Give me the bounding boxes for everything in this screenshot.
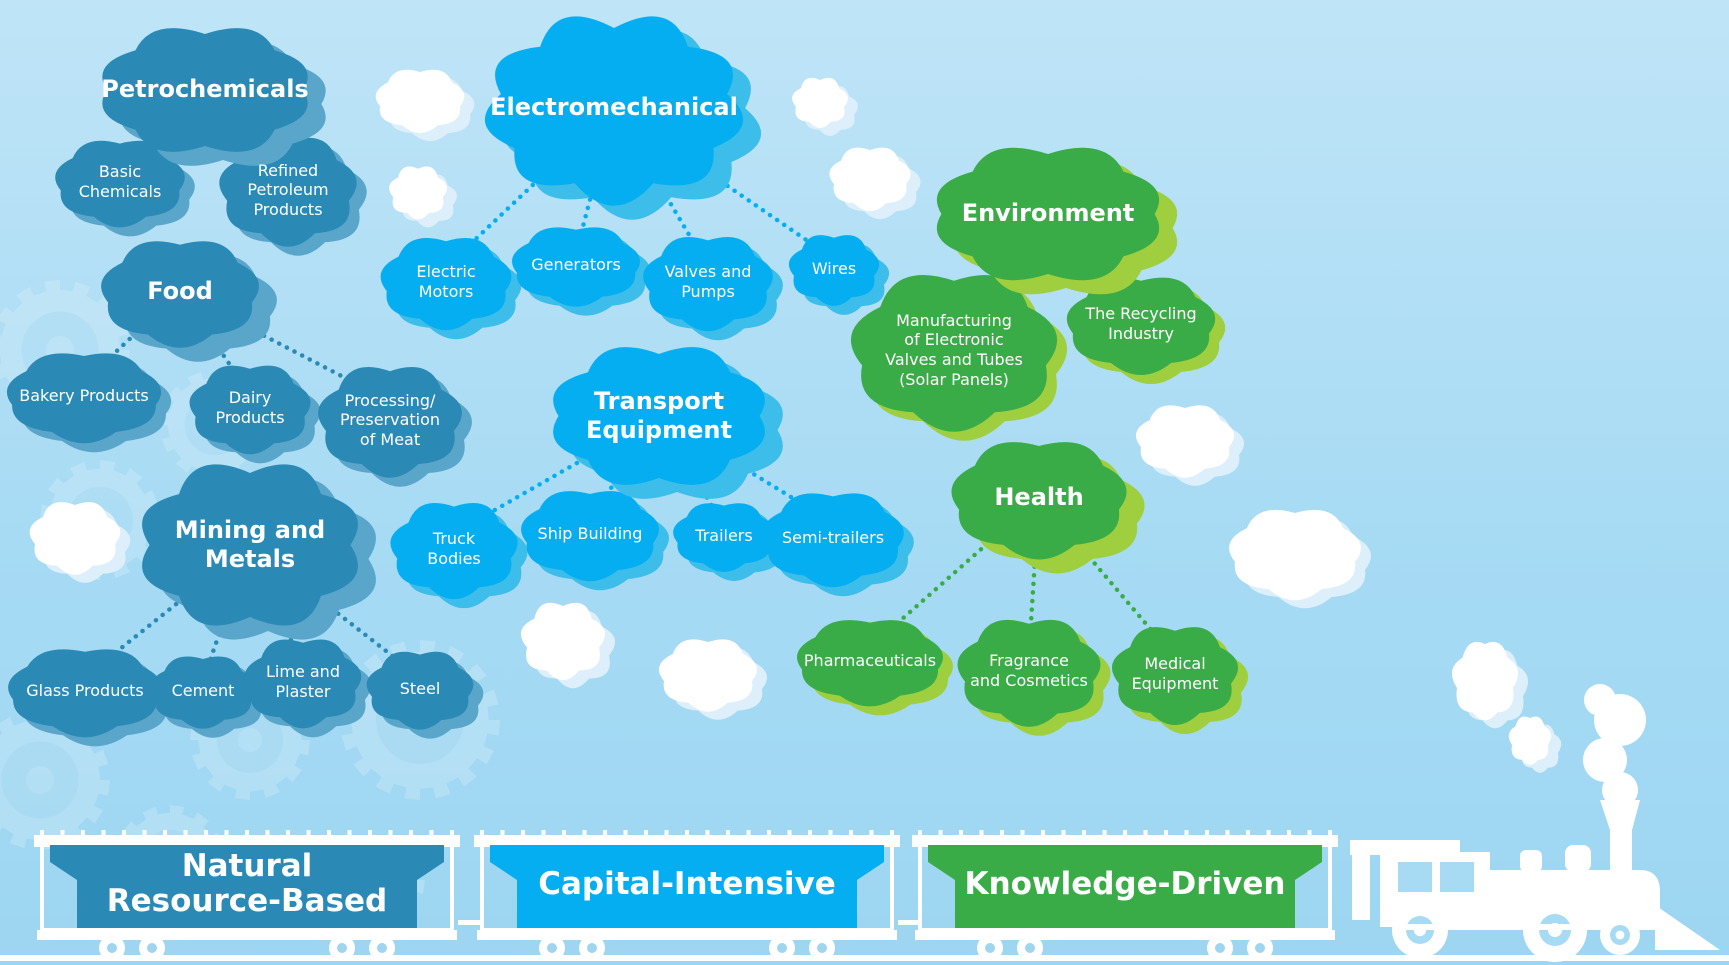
mining-child-cloud — [366, 651, 484, 739]
electromechanical-child-cloud — [380, 237, 522, 340]
health-child-cloud — [1111, 627, 1249, 735]
transport-child-label: Ship Building — [537, 524, 643, 544]
electromechanical-child-label: Generators — [531, 255, 621, 275]
electromechanical-child-label: Wires — [811, 259, 857, 279]
cloud-icon — [1229, 509, 1371, 609]
mining-cloud — [142, 464, 376, 640]
electromechanical-child-label: Electric Motors — [416, 262, 476, 301]
mining-child-cloud — [150, 656, 266, 738]
mining-child-cloud — [8, 649, 172, 747]
transport-child-cloud — [762, 493, 914, 597]
cloud-icon — [375, 69, 475, 142]
cloud-icon — [29, 502, 131, 583]
food-child-cloud — [318, 367, 472, 487]
train-car-title: Capital-Intensive — [538, 865, 836, 902]
petrochemicals-cloud — [102, 28, 326, 166]
food-cloud — [101, 241, 277, 362]
health-child-label: Fragrance and Cosmetics — [970, 651, 1088, 690]
electromechanical-child-label: Valves and Pumps — [664, 262, 752, 301]
transport-child-cloud — [521, 491, 669, 591]
cloud-icon — [1451, 641, 1529, 729]
food-child-label: Processing/ Preservation of Meat — [339, 390, 441, 449]
train-car-capital — [474, 830, 920, 961]
health-child-label: Pharmaceuticals — [803, 651, 937, 671]
food-child-cloud — [189, 365, 321, 464]
environment-child-cloud — [850, 274, 1068, 441]
cloud-icon — [792, 77, 858, 136]
locomotive-icon — [1350, 800, 1720, 962]
electromechanical-child-cloud — [788, 235, 890, 315]
cloud-icon — [520, 602, 616, 689]
train-car-title: Knowledge-Driven — [964, 865, 1286, 902]
transport-child-label: Trailers — [695, 526, 753, 546]
food-child-label: Bakery Products — [19, 386, 149, 406]
health-child-label: Medical Equipment — [1131, 654, 1219, 693]
transport-child-cloud — [673, 503, 785, 581]
cloud-icon — [658, 639, 768, 720]
environment-child-label: The Recycling Industry — [1085, 304, 1197, 343]
rail-track — [0, 955, 1729, 961]
mining-child-label: Lime and Plaster — [266, 662, 340, 701]
transport-title: Transport Equipment — [586, 386, 732, 444]
environment-child-label: Manufacturing of Electronic Valves and T… — [885, 310, 1023, 389]
cloud-icon — [1135, 405, 1245, 486]
petrochemicals-child-cloud — [55, 140, 195, 237]
electromechanical-child-cloud — [643, 237, 783, 341]
cloud-icon — [1508, 716, 1562, 773]
transport-child-cloud — [390, 503, 528, 609]
food-child-cloud — [6, 353, 172, 453]
transport-child-label: Semi-trailers — [781, 528, 885, 548]
transport-cloud — [553, 347, 783, 499]
environment-title: Environment — [961, 199, 1135, 228]
smoke-icon — [1583, 684, 1646, 808]
health-child-cloud — [957, 619, 1111, 736]
food-title: Food — [147, 277, 213, 306]
mining-child-label: Steel — [399, 679, 441, 699]
gear-icon — [0, 710, 110, 850]
mining-child-cloud — [244, 639, 372, 738]
mining-child-label: Cement — [171, 681, 235, 701]
electromechanical-title: Electromechanical — [490, 93, 738, 122]
train-car-natural — [34, 830, 480, 961]
health-title: Health — [994, 483, 1084, 512]
cloud-icon — [389, 166, 457, 228]
train-car-title: Natural Resource-Based — [106, 848, 388, 919]
health-cloud — [951, 442, 1145, 574]
mining-title: Mining and Metals — [174, 515, 326, 573]
electromechanical-child-cloud — [512, 227, 650, 316]
electromechanical-cloud — [484, 16, 762, 220]
food-child-label: Dairy Products — [215, 388, 285, 427]
mining-child-label: Glass Products — [26, 681, 144, 701]
train-car-knowledge — [912, 830, 1338, 961]
environment-cloud — [936, 147, 1178, 295]
petrochemicals-child-label: Refined Petroleum Products — [247, 160, 329, 219]
petrochemicals-title: Petrochemicals — [101, 75, 309, 104]
transport-child-label: Truck Bodies — [427, 529, 481, 568]
cloud-icon — [829, 147, 921, 220]
petrochemicals-child-label: Basic Chemicals — [78, 162, 162, 201]
health-child-cloud — [796, 620, 954, 716]
environment-child-cloud — [1066, 277, 1226, 385]
